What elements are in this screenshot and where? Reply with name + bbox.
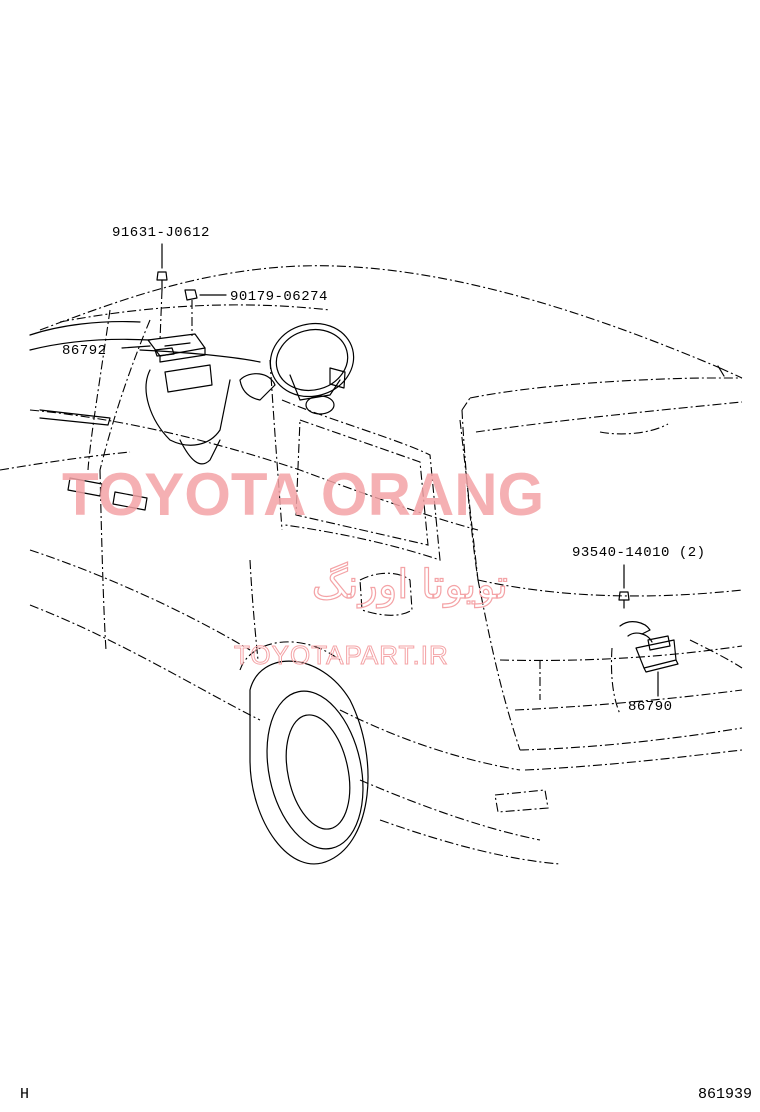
leader-front-lamp — [121, 243, 163, 349]
label-screw-rear: 93540-14010 (2) — [572, 545, 706, 561]
side-body — [0, 409, 561, 865]
interior — [29, 320, 355, 465]
watermark-brand-persian: تویوتا اورنگ — [312, 562, 508, 608]
rear-wheel — [239, 641, 369, 865]
room-lamp-front — [147, 333, 206, 363]
watermark-site: TOYOTAPART.IR — [234, 640, 449, 670]
label-front-lamp: 86792 — [62, 343, 107, 359]
roof-outline — [39, 265, 743, 379]
side-windows — [87, 309, 479, 581]
label-screw-top: 91631-J0612 — [112, 225, 210, 241]
label-rear-lamp: 86790 — [628, 699, 673, 715]
watermark-brand: TOYOTA ORANG — [62, 461, 544, 528]
nut-top-icon — [184, 289, 227, 336]
figure-number: 861939 — [698, 1086, 752, 1103]
room-lamp-rear — [619, 621, 679, 673]
corner-label: H — [20, 1086, 29, 1103]
screw-rear-icon — [618, 564, 630, 609]
screw-top-icon — [156, 271, 168, 341]
label-nut-top: 90179-06274 — [230, 289, 328, 305]
